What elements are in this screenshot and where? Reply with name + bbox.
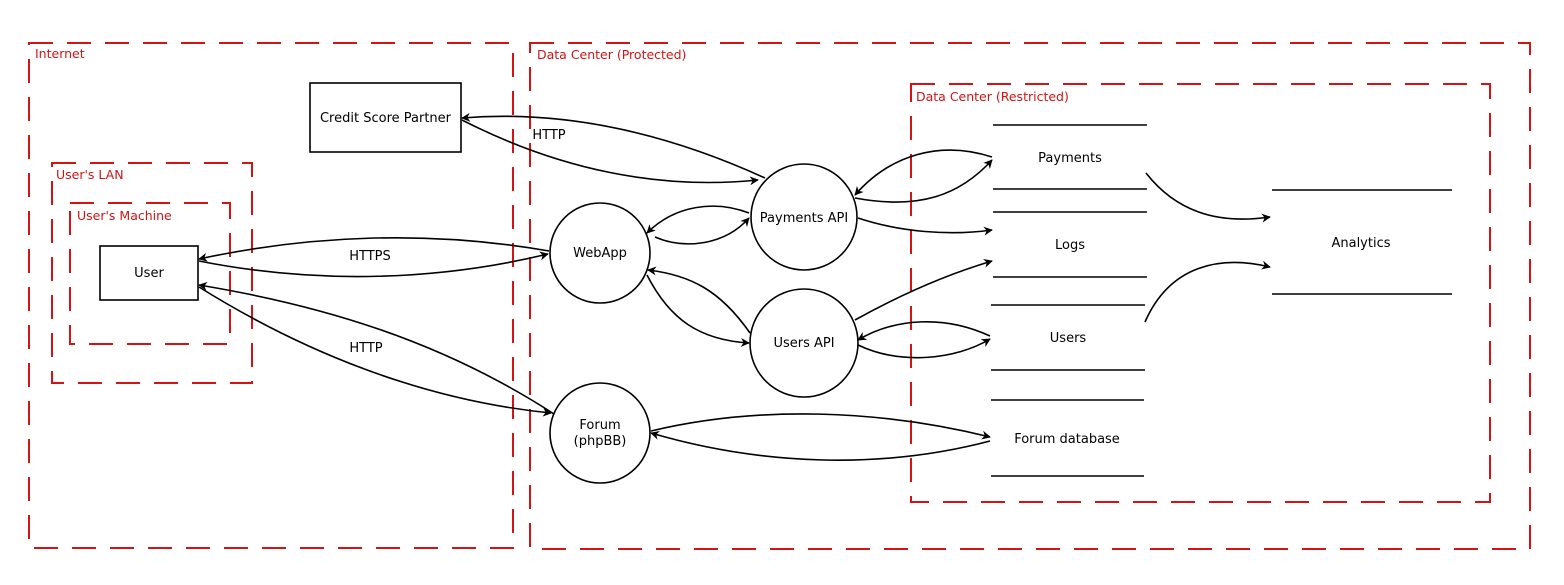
process-users-api: Users API (749, 288, 859, 398)
flow-payments-api-to-payments-store (854, 159, 993, 203)
flow-webapp-to-user (198, 236, 550, 262)
flow-forum-to-forum-db (650, 413, 991, 440)
store-logs: Logs (993, 211, 1147, 278)
store-analytics: Analytics (1272, 189, 1452, 295)
entity-label-credit-score-partner: Credit Score Partner (320, 111, 452, 126)
boundary-dc-protected: Data Center (Protected) (529, 42, 1531, 550)
flow-label-user-forum-http: HTTP (349, 341, 382, 356)
flow-webapp-to-payments-api (654, 217, 750, 245)
boundary-dc-restricted: Data Center (Restricted) (910, 83, 1491, 503)
flow-forum-to-user (198, 281, 555, 415)
entity-label-user: User (134, 266, 164, 281)
flow-webapp-to-users-api (646, 274, 750, 347)
flow-partner-to-payments-api (461, 119, 759, 186)
boundary-label-dc-protected: Data Center (Protected) (537, 47, 686, 62)
boundary-label-users-machine: User's Machine (77, 208, 172, 223)
flow-label-user-https: HTTPS (349, 249, 391, 264)
flow-label-credit-http: HTTP (532, 128, 565, 143)
flow-payments-api-to-logs (857, 217, 993, 236)
process-label-users-api: Users API (773, 336, 834, 351)
flow-payments-store-to-analytics (1145, 172, 1271, 223)
store-label-forum-database: Forum database (1014, 432, 1120, 447)
flows: HTTP HTTPS HTTP (198, 112, 1271, 461)
store-label-logs: Logs (1055, 238, 1085, 253)
store-label-payments: Payments (1038, 151, 1102, 166)
boundary-label-internet: Internet (35, 46, 85, 61)
process-webapp: WebApp (549, 202, 651, 304)
process-label-forum: Forum (579, 418, 620, 433)
process-forum: Forum (phpBB) (549, 382, 651, 484)
flow-forum-db-to-forum (650, 430, 991, 461)
flow-payments-store-to-payments-api (854, 149, 993, 196)
flow-user-to-forum (198, 286, 552, 417)
boundary-label-dc-restricted: Data Center (Restricted) (916, 89, 1069, 104)
store-forum-database: Forum database (991, 399, 1144, 477)
boundary-label-users-lan: User's LAN (56, 167, 124, 182)
store-label-analytics: Analytics (1331, 236, 1390, 251)
entity-credit-score-partner: Credit Score Partner (309, 82, 462, 153)
process-label-forum-subtitle: (phpBB) (574, 434, 627, 449)
flow-users-api-to-logs (854, 259, 993, 321)
flow-users-api-to-users-store (857, 338, 991, 359)
process-label-webapp: WebApp (573, 246, 627, 261)
boundary-users-machine: User's Machine (69, 202, 231, 345)
flow-users-api-to-webapp (647, 266, 751, 334)
boundary-users-lan: User's LAN (51, 162, 253, 384)
flow-payments-api-to-webapp (646, 205, 750, 234)
flow-user-to-webapp (198, 251, 549, 278)
flow-users-store-to-users-api (857, 321, 991, 341)
store-label-users: Users (1050, 331, 1087, 346)
flow-payments-api-to-partner (461, 112, 766, 179)
boundary-internet: Internet (28, 42, 514, 549)
store-users: Users (991, 304, 1145, 371)
flow-users-store-to-analytics (1144, 260, 1271, 323)
store-payments: Payments (993, 124, 1147, 190)
entity-user: User (99, 245, 199, 301)
process-label-payments-api: Payments API (760, 211, 848, 226)
process-payments-api: Payments API (750, 163, 858, 271)
